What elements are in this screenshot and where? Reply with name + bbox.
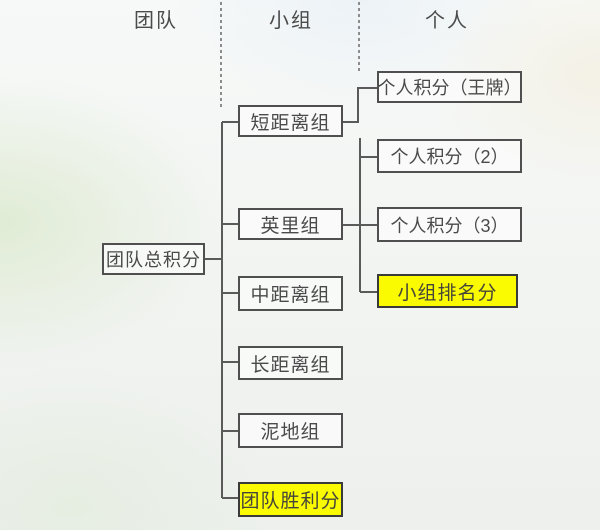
- column-header-team: 团队: [134, 10, 178, 32]
- edge-left-stubs: [222, 121, 239, 499]
- edge-right-stubs: [343, 156, 377, 293]
- node-team-total-points: 团队总积分: [102, 243, 205, 275]
- node-team-victory-points: 团队胜利分: [238, 482, 343, 517]
- node-long-distance-group: 长距离组: [238, 346, 343, 380]
- node-individual-points-3: 个人积分（3）: [377, 207, 522, 242]
- node-dirt-group: 泥地组: [238, 413, 343, 448]
- column-header-group: 小组: [269, 10, 313, 32]
- column-header-individual: 个人: [425, 10, 469, 32]
- node-middle-distance-group: 中距离组: [238, 276, 343, 311]
- edge-short-to-ace: [343, 87, 377, 123]
- node-short-distance-group: 短距离组: [238, 105, 343, 137]
- node-individual-points-2: 个人积分（2）: [377, 139, 522, 173]
- node-group-ranking-points: 小组排名分: [377, 274, 518, 308]
- node-individual-points-ace: 个人积分（王牌）: [377, 71, 522, 103]
- node-mile-group: 英里组: [238, 208, 343, 240]
